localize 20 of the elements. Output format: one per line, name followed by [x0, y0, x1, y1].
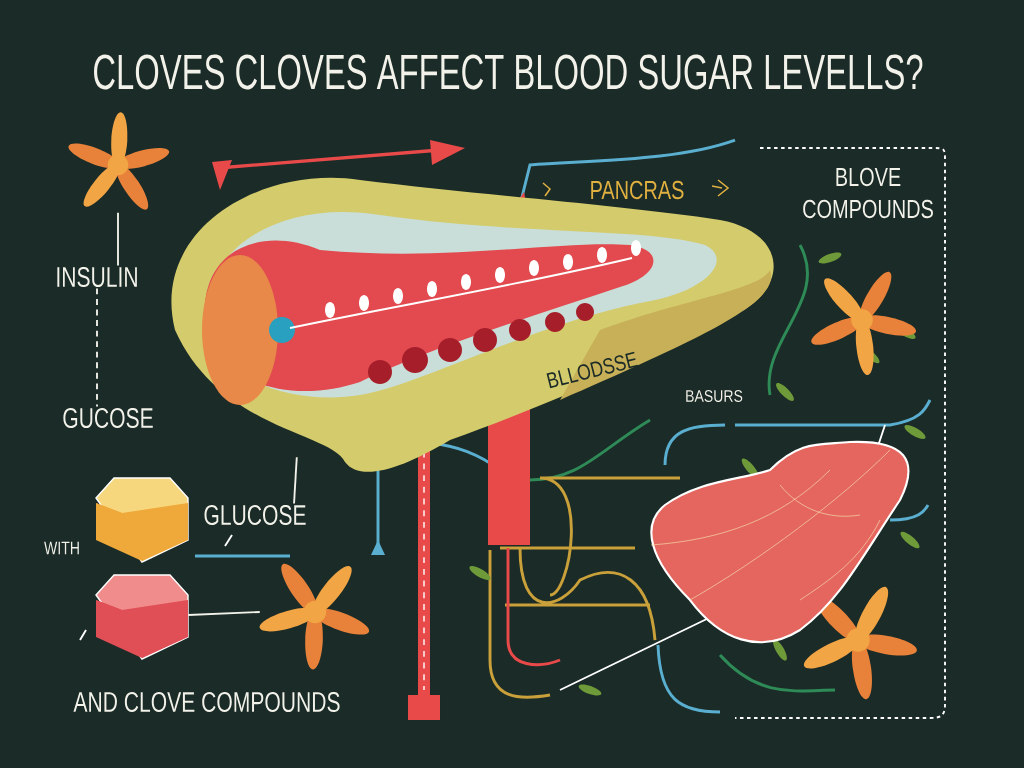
leader-line [293, 456, 298, 505]
node-label: INSULIN [57, 266, 137, 288]
node-label: GLUCOSE [204, 504, 306, 526]
clove-drawing [68, 112, 170, 210]
part-label: BLOVE COMPOUNDS [803, 167, 933, 219]
pancreas-drawing [171, 177, 774, 472]
part-label: BLLODSSE [546, 351, 639, 389]
caption-text: AND CLOVE COMPOUNDS [73, 691, 340, 713]
cube-drawing [95, 574, 189, 660]
clove-drawing [259, 563, 370, 670]
node-label: GUCOSE [63, 407, 153, 429]
liver-drawing [650, 440, 910, 644]
part-label: BASURS [686, 390, 743, 402]
leader-line [187, 611, 261, 616]
part-label: WITH [44, 541, 79, 555]
leader-line [96, 287, 98, 408]
title: CLOVES CLOVES AFFECT BLOOD SUGAR LEVELLS? [94, 54, 923, 90]
cube-drawing [95, 477, 189, 563]
leader-line [117, 211, 119, 267]
part-label: PANCRAS [591, 180, 684, 200]
